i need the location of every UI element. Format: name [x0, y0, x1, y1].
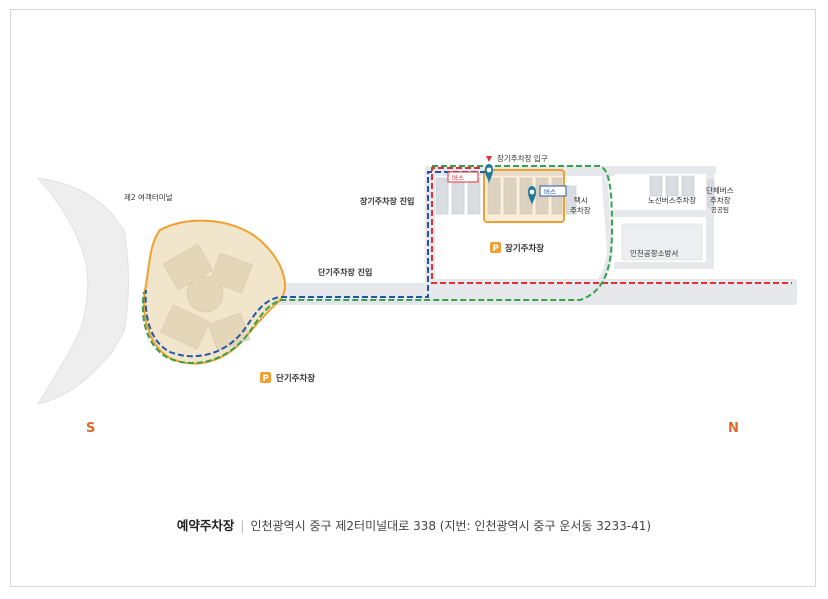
parking-icon-letter: P: [493, 244, 499, 254]
parking-icon: [490, 242, 501, 253]
map-marker-icon[interactable]: [485, 164, 493, 184]
bus-stop-blue-box: [539, 185, 567, 197]
taxi-lot-label-2: 주차장: [570, 205, 591, 215]
long-term-entrance-label: 장기주차장 입구: [497, 153, 548, 163]
group-bus-label-1: 단체버스: [706, 185, 734, 195]
long-term-entry-label: 장기주차장 진입: [360, 196, 414, 206]
north-bottom-road: [614, 262, 714, 269]
route-bus-lot-blocks: [621, 175, 715, 261]
long-term-lot-label: 장기주차장: [505, 243, 544, 254]
lot-name: 예약주차장: [176, 518, 235, 533]
short-term-entry-label: 단기주차장 진입: [318, 267, 372, 277]
divider: |: [240, 519, 245, 533]
long-term-east-road: [583, 169, 614, 293]
compass-north: N: [728, 421, 739, 436]
fire-station-label: 인천공항소방서: [630, 248, 678, 258]
parking-icon-letter: P: [263, 374, 269, 384]
route-green: [141, 165, 614, 365]
short-term-parking-rows: [160, 243, 253, 352]
compass-south: S: [86, 421, 95, 436]
route-blue: [144, 171, 486, 358]
map-marker-icon[interactable]: [528, 186, 536, 206]
group-bus-label-3: 공공팀: [711, 206, 729, 214]
north-top-road: [612, 166, 716, 174]
route-bus-lot-label: 노선버스주차장: [648, 195, 696, 205]
group-bus-label-2: 주차장: [710, 195, 731, 205]
terminal-label: 제2 여객터미널: [124, 192, 173, 202]
address-footer: 예약주차장 | 인천광역시 중구 제2터미널대로 338 (지번: 인천광역시 중구…: [0, 515, 828, 534]
bus-stop-red-box: [447, 171, 479, 183]
north-mid-road: [612, 210, 712, 217]
bus-stop-red-label: 버스: [452, 173, 464, 182]
route-red: [431, 167, 792, 284]
address-text: 인천광역시 중구 제2터미널대로 338 (지번: 인천광역시 중구 운서동 3…: [250, 519, 652, 533]
taxi-lot-label-1: 택시: [574, 195, 588, 205]
bus-stop-blue-label: 버스: [544, 187, 556, 196]
parking-icon: [260, 372, 271, 383]
long-term-access-road: [425, 168, 435, 288]
entry-arrow-icon: [486, 156, 492, 162]
short-term-lot-label: 단기주차장: [276, 373, 315, 384]
terminal-building: [36, 177, 129, 405]
main-road-surface: [276, 285, 796, 301]
